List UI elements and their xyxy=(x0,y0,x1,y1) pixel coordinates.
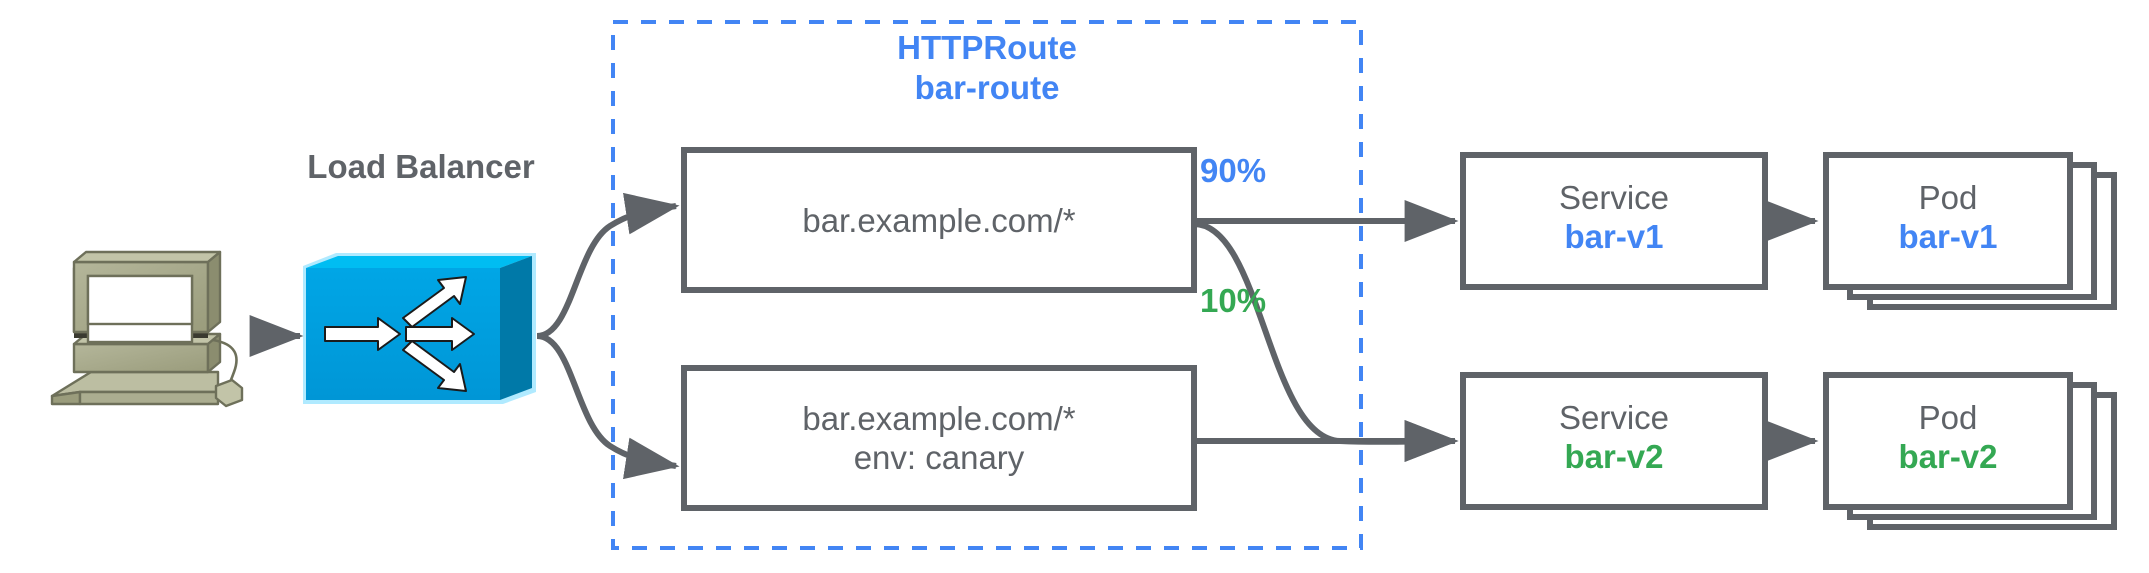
weight-label-90: 90% xyxy=(1200,152,1267,189)
load-balancer-title: Load Balancer xyxy=(307,148,535,185)
pod-name-label: bar-v2 xyxy=(1898,437,1998,475)
route-canary-label: bar.example.com/* env: canary xyxy=(684,400,1194,478)
httproute-group-boundary xyxy=(611,20,1363,550)
group-name-label: bar-route xyxy=(914,69,1060,107)
service-label-bar-v1: Service bar-v1 xyxy=(1463,179,1765,257)
route-primary-label: bar.example.com/* xyxy=(802,202,1076,239)
service-label-bar-v2: Service bar-v2 xyxy=(1463,399,1765,477)
service-box-bar-v2[interactable] xyxy=(1460,372,1768,510)
route-box-canary[interactable] xyxy=(681,365,1197,511)
pod-kind-label: Pod xyxy=(1918,399,1978,436)
pod-kind-label: Pod xyxy=(1918,179,1978,216)
pod-label-bar-v1: Pod bar-v1 xyxy=(1826,179,2070,257)
load-balancer-icon xyxy=(303,253,536,404)
connector-lb-to-route-canary xyxy=(536,333,680,480)
service-name-label: bar-v1 xyxy=(1564,217,1664,255)
group-title: HTTPRoute bar-route xyxy=(613,28,1361,109)
weight-label-10: 10% xyxy=(1200,282,1267,319)
route-box-primary[interactable] xyxy=(681,147,1197,293)
service-kind-label: Service xyxy=(1558,179,1670,216)
connector-route-primary-to-service-v2 xyxy=(1193,221,1459,463)
group-kind-label: HTTPRoute xyxy=(897,29,1077,66)
pod-stack-bar-v1[interactable] xyxy=(1823,152,2117,310)
pod-replica-front xyxy=(1823,152,2073,290)
desktop-computer-icon xyxy=(50,250,244,408)
pod-replica-front xyxy=(1823,372,2073,510)
pod-name-label: bar-v1 xyxy=(1898,217,1998,255)
route-canary-header: env: canary xyxy=(853,438,1025,476)
pod-label-bar-v2: Pod bar-v2 xyxy=(1826,399,2070,477)
route-canary-host: bar.example.com/* xyxy=(802,400,1076,437)
connector-lb-to-route-primary xyxy=(536,192,680,339)
service-name-label: bar-v2 xyxy=(1564,437,1664,475)
pod-stack-bar-v2[interactable] xyxy=(1823,372,2117,530)
service-kind-label: Service xyxy=(1558,399,1670,436)
